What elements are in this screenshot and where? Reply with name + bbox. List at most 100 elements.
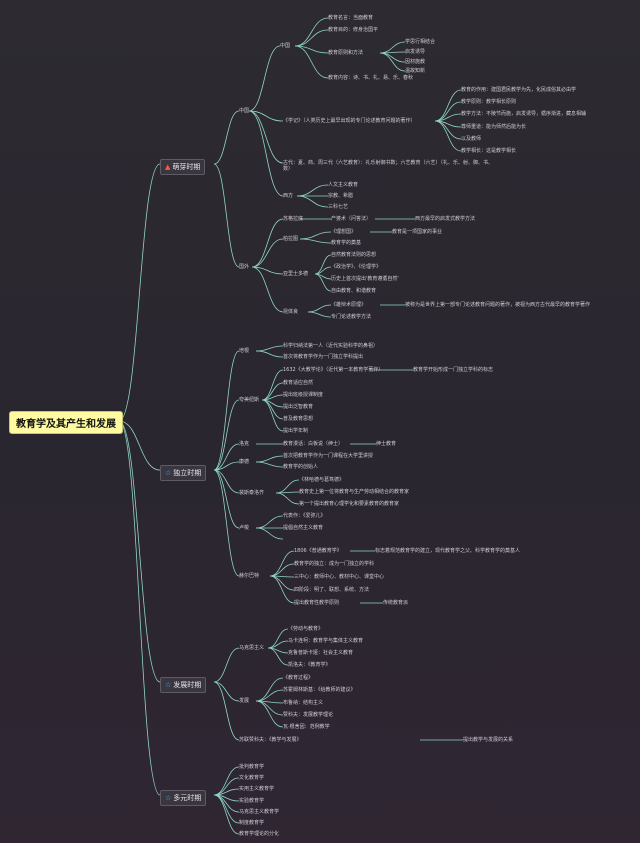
branch-sprout[interactable]: ▲萌芽时期 xyxy=(160,159,206,175)
node-west-item[interactable]: 人文主义教育 xyxy=(328,182,359,188)
node-west-item[interactable]: 三科七艺 xyxy=(328,204,349,210)
node-locke[interactable]: 洛克 xyxy=(239,441,250,447)
branch-develop[interactable]: ☆发展时期 xyxy=(160,677,207,693)
node-quintilian-note[interactable]: 被称为是世界上第一部专门论述教育问题的著作，被视为西方古代最早的教育学著作 xyxy=(405,302,591,308)
node-aristotle[interactable]: 亚里士多德 xyxy=(283,271,309,277)
node-china-item[interactable]: 教育名言：当面教育 xyxy=(328,15,374,21)
node-comenius-item[interactable]: 提出班级授课制度 xyxy=(283,392,324,398)
root-topic[interactable]: 教育学及其产生和发展 xyxy=(9,411,123,434)
node-deep-item[interactable]: 苏霍姆林斯基：《给教师的建议》 xyxy=(283,687,356,693)
node-deep[interactable]: 发展 xyxy=(239,698,250,704)
node-socrates-item[interactable]: 产婆术（问答法） xyxy=(331,216,372,222)
node-xueji-item[interactable]: 教育的作用：建国君民教学为先，化民成俗其必由学 xyxy=(461,87,577,93)
node-plato[interactable]: 柏拉图 xyxy=(283,236,299,242)
node-herbart-item[interactable]: 提出教育性教学原则 xyxy=(294,600,340,606)
node-deep-item[interactable]: 赞科夫：发展教学理论 xyxy=(283,712,334,718)
node-pestalozzi-item[interactable]: 第一个提出教育心理学化和要素教育的教育家 xyxy=(299,501,400,507)
node-marx-item[interactable]: 《劳动与教育》 xyxy=(288,626,324,632)
node-kant[interactable]: 康德 xyxy=(239,459,250,465)
node-method[interactable]: 启发诱导 xyxy=(405,49,426,55)
node-kant-item[interactable]: 教育学的创始人 xyxy=(283,464,319,470)
node-aristotle-item[interactable]: 《政治学》、《伦理学》 xyxy=(331,264,382,270)
node-aristotle-item[interactable]: 历史上首次提出'教育遵循自然' xyxy=(331,276,399,282)
node-quintilian[interactable]: 昆体良 xyxy=(283,309,299,315)
node-china-item[interactable]: 教育目的：修身治国平 xyxy=(328,27,379,33)
node-diverse-item[interactable]: 马克思主义教育学 xyxy=(239,809,280,815)
node-comenius[interactable]: 夸美纽斯 xyxy=(239,397,260,403)
node-comenius-item[interactable]: 教育适应自然 xyxy=(283,380,314,386)
node-pestalozzi[interactable]: 裴斯泰洛齐 xyxy=(239,490,265,496)
node-xueji-item[interactable]: 教学相长：这是教学相长 xyxy=(461,148,517,154)
node-xueji-item[interactable]: 尊师重道：能为师然后能为长 xyxy=(461,124,527,130)
node-diverse-item[interactable]: 制度教育学 xyxy=(239,820,265,826)
node-herbart-item[interactable]: 1806《普通教育学》 xyxy=(294,548,342,554)
node-comenius-note[interactable]: 教育学开始形成一门独立学科的标志 xyxy=(413,367,494,373)
node-deep-item[interactable]: 《教育过程》 xyxy=(283,675,314,681)
node-socrates[interactable]: 苏格拉底 xyxy=(283,216,304,222)
node-aristotle-item[interactable]: 自由教育、和谐教育 xyxy=(331,288,377,294)
node-method[interactable]: 学思行相结合 xyxy=(405,39,436,45)
node-rousseau[interactable]: 卢梭 xyxy=(239,525,250,531)
node-china-item[interactable]: 教育内容：诗、书、礼、易、乐、春秋 xyxy=(328,75,414,81)
connector-line xyxy=(379,52,406,63)
node-pestalozzi-item[interactable]: 教育史上第一位将教育与生产劳动相结合的教育家 xyxy=(299,489,410,495)
node-foreign[interactable]: 国外 xyxy=(239,264,250,270)
node-kant-item[interactable]: 首次把教育学作为一门课程在大学里讲授 xyxy=(283,453,374,459)
node-west-item[interactable]: 宗教、希腊 xyxy=(328,193,354,199)
node-deep-tail-note[interactable]: 提出教学与发展的关系 xyxy=(463,737,514,743)
node-rousseau-item[interactable]: 提倡自然主义教育 xyxy=(283,525,324,531)
node-plato-item[interactable]: 教育学的奠基 xyxy=(331,240,362,246)
node-method[interactable]: 因材施教 xyxy=(405,59,426,65)
node-quintilian-item[interactable]: 专门论述教学方法 xyxy=(331,314,372,320)
node-marx-item[interactable]: 克鲁普斯卡娅：社会主义教育 xyxy=(288,650,354,656)
node-herbart-item[interactable]: 三中心：教师中心、教材中心、课堂中心 xyxy=(294,574,385,580)
node-marx-item[interactable]: 马卡连柯：教育学与集体主义教育 xyxy=(288,638,364,644)
node-pestalozzi-item[interactable]: 《林哈德与葛笃德》 xyxy=(299,477,345,483)
node-diverse-item[interactable]: 批判教育学 xyxy=(239,764,265,770)
node-plato-note[interactable]: 教育是一项国家的事业 xyxy=(392,229,443,235)
node-xueji-item[interactable]: 教学原则：教学相长原则 xyxy=(461,99,517,105)
node-diverse-item[interactable]: 实验教育学 xyxy=(239,798,265,804)
node-herbart[interactable]: 赫尔巴特 xyxy=(239,573,260,579)
node-locke-item[interactable]: 教育漫话：白板说（绅士） xyxy=(283,441,344,447)
node-six-arts[interactable]: 古代：夏、商、周三代（六艺教育）：礼乐射御书数；六艺教育（六艺）（礼、乐、射、御… xyxy=(283,160,494,172)
node-comenius-item[interactable]: 1632《大教学论》（近代第一本教育学著作） xyxy=(283,367,384,373)
star-icon: ☆ xyxy=(165,681,172,689)
node-china-sub[interactable]: 中国 xyxy=(280,43,291,49)
node-herbart-note[interactable]: 标志着规范教育学的建立，现代教育学之父、科学教育学的奠基人 xyxy=(375,548,521,554)
node-herbart-item[interactable]: 教育学的独立：成为一门独立的学科 xyxy=(294,561,375,567)
node-socrates-note[interactable]: 西方最早的启发式教学方法 xyxy=(415,216,476,222)
branch-diverse[interactable]: ☆多元时期 xyxy=(160,790,207,806)
node-locke-note[interactable]: 绅士教育 xyxy=(376,441,397,447)
node-xueji-item[interactable]: 教学方法：不陵节而施，启发诱导，循序渐进，藏息相辅 xyxy=(461,111,587,117)
node-quintilian-item[interactable]: 《雄辩术原理》 xyxy=(331,302,367,308)
node-deep-item[interactable]: 瓦·根舍因：范例教学 xyxy=(283,724,330,730)
branch-independent[interactable]: ☆独立时期 xyxy=(160,465,207,481)
node-comenius-item[interactable]: 普及教育思想 xyxy=(283,416,314,422)
node-diverse-item[interactable]: 教育学理论的分化 xyxy=(239,831,280,837)
connector-line xyxy=(248,110,284,122)
connector-line xyxy=(379,52,406,72)
node-xueji-item[interactable]: 以及教师 xyxy=(461,136,482,142)
node-herbart-tag[interactable]: 传统教育派 xyxy=(383,600,409,606)
node-comenius-item[interactable]: 提出学年制 xyxy=(283,428,309,434)
node-plato-item[interactable]: 《理想国》 xyxy=(331,229,357,235)
node-comenius-item[interactable]: 提出泛智教育 xyxy=(283,404,314,410)
node-west[interactable]: 西方 xyxy=(283,193,294,199)
node-aristotle-item[interactable]: 自然教育法则的思想 xyxy=(331,252,377,258)
node-bacon-item[interactable]: 首次将教育学作为一门独立学科提出 xyxy=(283,354,364,360)
node-rousseau-item[interactable]: 代表作：《爱弥儿》 xyxy=(283,513,326,519)
node-china[interactable]: 中国 xyxy=(239,108,250,114)
node-deep-item[interactable]: 布鲁纳：结构主义 xyxy=(283,700,324,706)
node-xueji[interactable]: 《学记》（人类历史上最早出现的专门论述教育问题的著作） xyxy=(283,118,416,124)
node-herbart-item[interactable]: 四阶段：明了、联想、系统、方法 xyxy=(294,587,370,593)
node-marx-item[interactable]: 凯洛夫：《教育学》 xyxy=(288,662,331,668)
node-diverse-item[interactable]: 文化教育学 xyxy=(239,775,265,781)
node-deep-tail[interactable]: 苏联赞科夫：《教学与发展》 xyxy=(239,737,302,743)
node-china-item[interactable]: 教育原则和方法 xyxy=(328,50,364,56)
node-marx[interactable]: 马克思主义 xyxy=(239,645,265,651)
node-diverse-item[interactable]: 实用主义教育学 xyxy=(239,786,275,792)
node-bacon-item[interactable]: 科学归纳法第一人（近代实验科学的鼻祖） xyxy=(283,343,379,349)
node-method[interactable]: 温故知新 xyxy=(405,68,426,74)
node-bacon[interactable]: 培根 xyxy=(239,348,250,354)
